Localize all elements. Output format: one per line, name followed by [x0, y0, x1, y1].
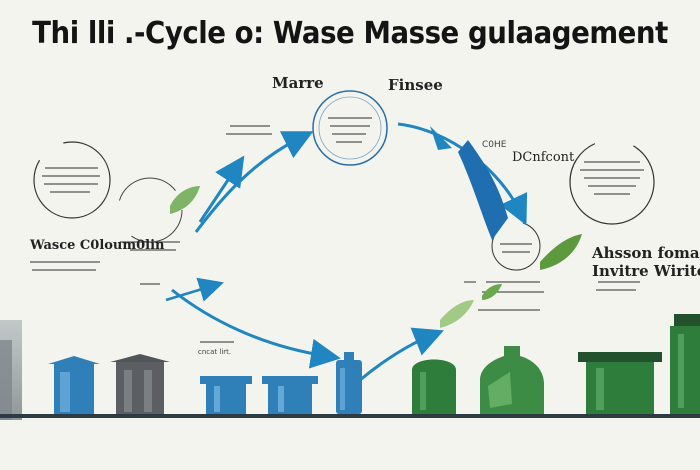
- leaf-icon: [170, 186, 200, 214]
- stage-circle-top: [312, 90, 388, 166]
- building-icon: [48, 356, 100, 414]
- recycle-arrow-icon: [458, 140, 508, 240]
- label-top-left: Marre: [272, 74, 324, 92]
- cycle-arrow-bottom-left: [171, 288, 341, 369]
- bottle-icon: [336, 352, 362, 414]
- leaf-icon: [440, 300, 474, 328]
- waste-bin-icon: [262, 376, 318, 414]
- cycle-arrow-bottom-center: [359, 327, 444, 382]
- arrow-head-icon: [430, 126, 452, 150]
- leaf-icon: [540, 234, 582, 270]
- waste-bin-icon: [200, 376, 252, 414]
- label-right-lower-1: Ahsson fomal: [592, 244, 700, 262]
- bottle-icon: [480, 346, 544, 414]
- waste-bin-icon: [670, 314, 700, 414]
- cycle-arrow-inner-left: [198, 155, 245, 223]
- stage-circle-mid-right: [491, 221, 541, 271]
- waste-bin-icon: [412, 359, 456, 414]
- waste-bin-icon: [578, 352, 662, 414]
- label-left-mid: Wasce C0loum0lin: [30, 238, 165, 253]
- label-top-right: Finsee: [388, 76, 443, 94]
- skyline-building: [0, 340, 12, 420]
- circle-text-scribble: [42, 167, 100, 193]
- building-icon: [110, 354, 170, 414]
- label-right-mid: DCnfcont: [512, 150, 575, 165]
- cycle-arrow-top-right: [397, 122, 528, 226]
- label-right-lower-2: Invitre Wiritc.: [592, 262, 700, 280]
- cycle-arrow-lower-left: [165, 277, 224, 302]
- cycle-arrow-top-left: [194, 131, 314, 233]
- page-title: Thi lli .-Cycle o: Wase Masse gulaagemen…: [32, 16, 668, 51]
- leaf-icon: [482, 284, 502, 300]
- stage-circle-top-inner: [318, 96, 382, 160]
- circle-text-scribble: [500, 243, 532, 253]
- circle-text-scribble: [580, 161, 644, 195]
- stage-circle-right: [569, 139, 655, 225]
- stage-circle-left: [33, 141, 111, 219]
- circle-text-scribble: [328, 117, 372, 143]
- label-center-bottom: cncat lirt.: [198, 348, 232, 356]
- ground-line: [0, 414, 700, 418]
- label-right-small: C0HE: [482, 140, 507, 150]
